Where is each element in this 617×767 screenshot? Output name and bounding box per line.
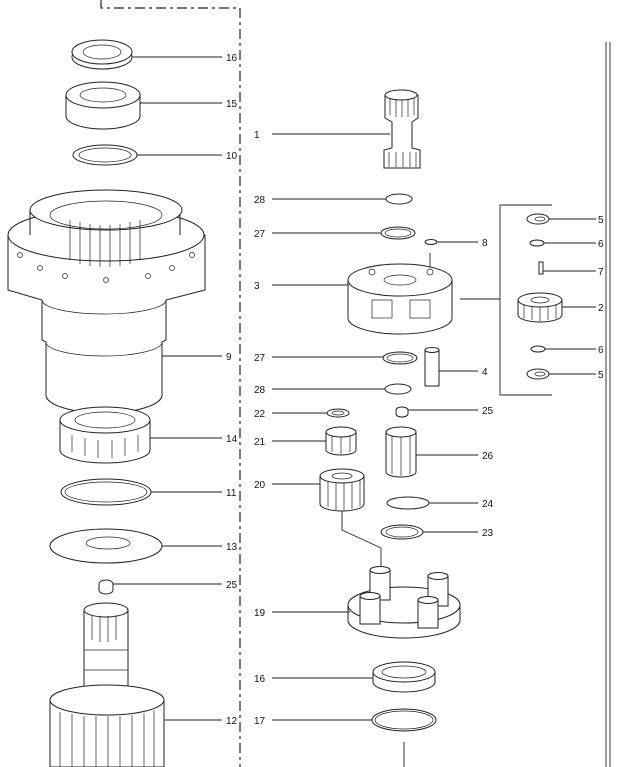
callout: 8	[482, 238, 488, 249]
callout: 27	[254, 229, 266, 240]
parts	[7, 39, 563, 767]
part-ring-17	[371, 708, 437, 732]
callout: 12	[226, 716, 238, 727]
part-pin-8	[424, 239, 438, 245]
callout: 26	[482, 451, 494, 462]
part-clip-28-top	[385, 193, 413, 205]
callout: 1	[254, 130, 260, 141]
callout: 13	[226, 542, 238, 553]
leader-lines	[113, 56, 596, 721]
callout: 2	[598, 303, 604, 314]
part-nut-16-bottom	[372, 661, 436, 693]
part-ring-27-top	[380, 226, 416, 240]
part-pin-7	[538, 261, 544, 275]
part-gear-20	[319, 468, 365, 512]
part-washer-22	[326, 408, 350, 418]
part-nut-top	[71, 39, 133, 70]
part-housing	[7, 189, 206, 414]
part-bearing-top	[65, 81, 141, 130]
part-ring-11	[60, 478, 152, 506]
part-ring-10	[72, 144, 138, 166]
callout: 5	[598, 215, 604, 226]
part-shaft-12	[49, 602, 165, 767]
part-bearing-14	[59, 406, 151, 464]
callout: 16	[226, 53, 238, 64]
part-gear-26	[385, 426, 417, 478]
part-carrier-3	[347, 263, 453, 335]
callouts-left: 16 15 10 9 14 11 13 25 12	[226, 53, 238, 727]
callout: 14	[226, 434, 238, 445]
callout: 6	[598, 345, 604, 356]
callout: 23	[482, 528, 494, 539]
part-carrier-19	[347, 566, 461, 639]
callout: 28	[254, 385, 266, 396]
part-gear-21	[325, 426, 357, 456]
part-plate-13	[49, 528, 163, 564]
callout: 3	[254, 281, 260, 292]
part-washer-6-top	[529, 239, 545, 247]
callout: 9	[226, 352, 232, 363]
callout: 10	[226, 151, 238, 162]
callout: 7	[598, 267, 604, 278]
callout: 20	[254, 480, 266, 491]
callout: 27	[254, 353, 266, 364]
part-gear-2	[517, 292, 563, 323]
part-washer-6-bottom	[530, 345, 546, 353]
part-shaft-1	[383, 89, 421, 169]
part-small-25-left	[98, 579, 114, 595]
callout: 19	[254, 608, 266, 619]
callout: 16	[254, 674, 266, 685]
part-small-25-center	[395, 406, 409, 418]
callout: 21	[254, 437, 266, 448]
callout: 15	[226, 99, 238, 110]
part-clip-24	[386, 496, 430, 510]
callouts-center-right: 8 4 25 26 24 23	[482, 238, 494, 539]
part-washer-5-top	[526, 213, 550, 225]
callout: 22	[254, 409, 266, 420]
callouts-center-left: 1 28 27 3 27 28 22 21 20 19 16 17	[254, 130, 266, 727]
callout: 5	[598, 370, 604, 381]
part-ring-27-bottom	[382, 351, 418, 365]
callout: 4	[482, 367, 488, 378]
frame-lines	[100, 0, 611, 767]
part-ring-23	[380, 524, 424, 540]
part-clip-28-bottom	[384, 383, 412, 395]
callout: 25	[482, 406, 494, 417]
callout: 11	[226, 488, 237, 499]
callout: 24	[482, 499, 494, 510]
callout: 28	[254, 195, 266, 206]
part-pin-4	[424, 347, 440, 387]
part-washer-5-bottom	[526, 368, 550, 380]
callout: 17	[254, 716, 266, 727]
callouts-right-group: 5 6 7 2 6 5	[598, 215, 604, 381]
callout: 6	[598, 239, 604, 250]
callout: 25	[226, 580, 238, 591]
